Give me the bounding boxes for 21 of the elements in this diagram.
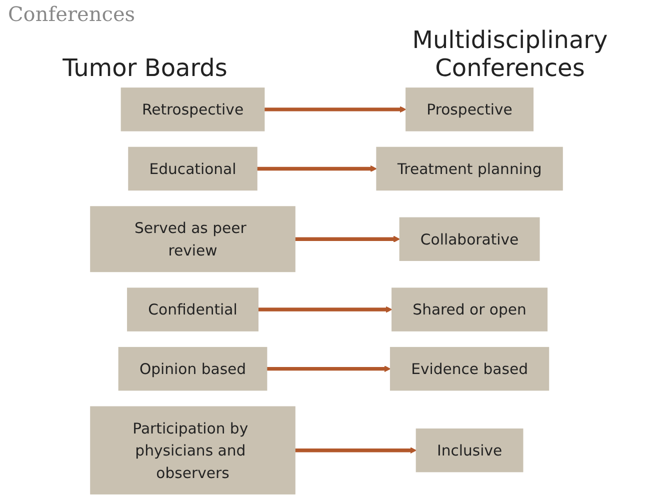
node-box: Confidential	[127, 288, 258, 332]
node-box: Shared or open	[392, 288, 548, 332]
node-box: Prospective	[406, 88, 534, 132]
node-box: Inclusive	[416, 428, 524, 472]
node-box: Served as peer review	[90, 206, 296, 272]
node-box: Evidence based	[390, 346, 550, 391]
node-box: Collaborative	[399, 217, 540, 261]
arrow	[257, 165, 377, 172]
node-box: Retrospective	[120, 88, 265, 132]
node-box: Opinion based	[118, 346, 268, 391]
column-heading: Multidisciplinary Conferences	[411, 26, 609, 82]
arrow	[258, 306, 392, 313]
node-box: Treatment planning	[376, 146, 563, 191]
arrow	[295, 236, 400, 242]
column-heading: Tumor Boards	[62, 54, 228, 82]
arrow	[266, 366, 391, 372]
title: Conferences	[8, 2, 136, 26]
arrow	[264, 106, 406, 113]
arrow	[295, 447, 416, 454]
node-box: Educational	[128, 146, 258, 191]
node-box: Participation by physicians and observers	[90, 406, 296, 494]
